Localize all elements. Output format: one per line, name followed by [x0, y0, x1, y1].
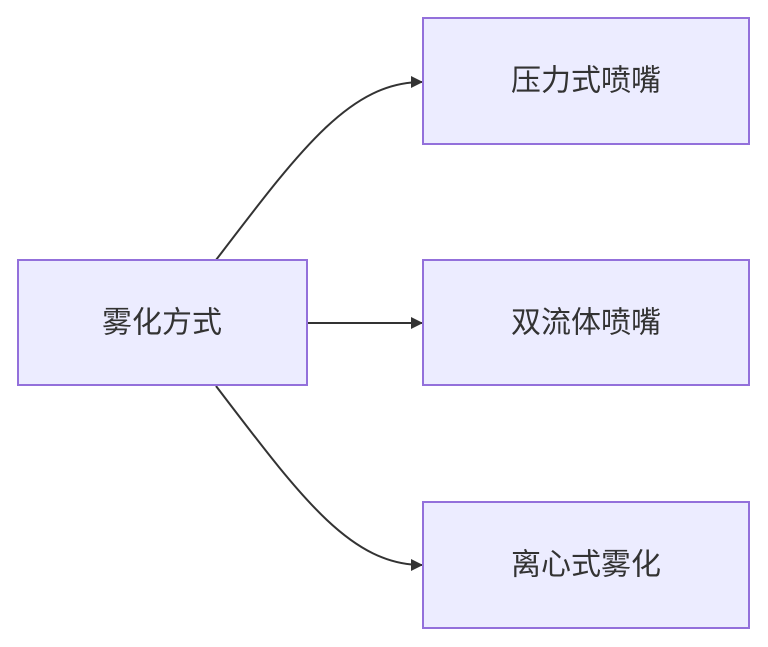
node-twofluid-box — [422, 259, 750, 386]
node-centrifugal-atomization[interactable]: 离心式雾化 — [422, 501, 750, 629]
node-root-box — [17, 259, 308, 386]
edge-root-to-centrifugal — [215, 385, 423, 571]
node-centrifugal-label: 离心式雾化 — [511, 548, 661, 583]
node-twofluid-nozzle[interactable]: 双流体喷嘴 — [422, 259, 750, 386]
node-pressure-nozzle[interactable]: 压力式喷嘴 — [422, 17, 750, 145]
edge-root-to-pressure — [215, 76, 423, 261]
node-twofluid-label: 双流体喷嘴 — [511, 306, 661, 341]
node-pressure-label: 压力式喷嘴 — [511, 64, 661, 99]
node-root[interactable]: 雾化方式 — [17, 259, 308, 386]
node-root-label: 雾化方式 — [102, 306, 222, 341]
node-centrifugal-box — [422, 501, 750, 629]
node-pressure-box — [422, 17, 750, 145]
